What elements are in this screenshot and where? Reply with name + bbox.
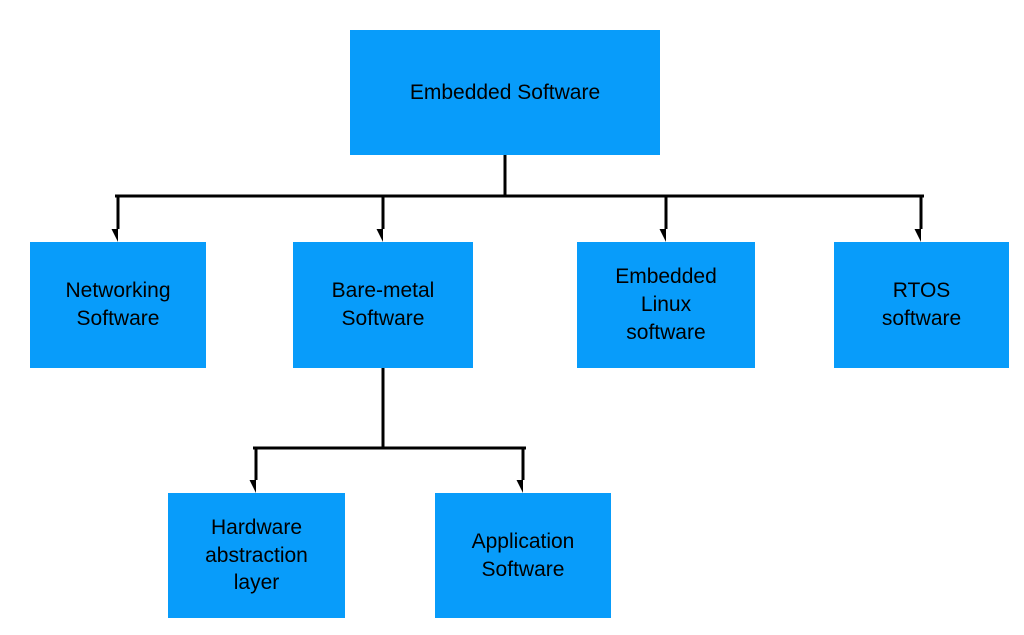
node-bare-metal-software: Bare-metal Software [293, 242, 473, 368]
node-rtos-software-label: RTOS software [881, 279, 962, 330]
node-embedded-software-label: Embedded Software [409, 80, 601, 104]
node-rtos-software: RTOS software [834, 242, 1009, 368]
node-embedded-linux-software-label: Embedded Linux software [615, 265, 717, 344]
node-application-software: Application Software [435, 493, 611, 618]
node-embedded-software: Embedded Software [350, 30, 660, 155]
node-application-software-label: Application Software [471, 529, 575, 581]
node-networking-software-label: Networking Software [65, 279, 171, 330]
node-embedded-linux-software: Embedded Linux software [577, 242, 755, 368]
node-networking-software: Networking Software [30, 242, 206, 368]
node-bare-metal-software-label: Bare-metal Software [331, 279, 435, 330]
node-hardware-abstraction-layer-label: Hardware abstraction layer [205, 515, 308, 595]
node-hardware-abstraction-layer: Hardware abstraction layer [168, 493, 345, 618]
